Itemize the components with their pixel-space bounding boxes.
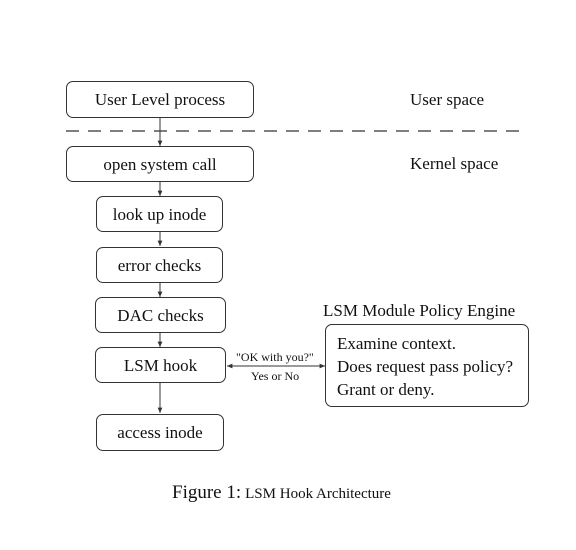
open-system-call-box: open system call [66,146,254,182]
policy-engine-line-policy: Does request pass policy? [337,357,514,376]
look-up-inode-label: look up inode [112,204,207,224]
figure-number: Figure 1: [172,482,242,503]
open-system-call-label: open system call [103,154,217,174]
error-checks-label: error checks [117,255,202,275]
figure-caption-text: LSM Hook Architecture [245,486,391,502]
yes-or-no-answer-label: Yes or No [251,369,300,383]
user-level-process-box: User Level process [66,81,254,118]
access-inode-label: access inode [117,423,203,442]
lsm-hook-box: LSM hook [95,347,226,383]
kernel-space-label: Kernel space [410,154,499,173]
look-up-inode-box: look up inode [96,196,223,232]
policy-engine-line-grant: Grant or deny. [337,380,435,399]
policy-engine-title: LSM Module Policy Engine [323,301,516,320]
policy-engine-box: Examine context. Does request pass polic… [325,324,529,407]
lsm-hook-label: LSM hook [123,355,198,375]
user-level-process-label: User Level process [94,90,226,109]
dac-checks-box: DAC checks [95,297,226,333]
policy-engine-line-examine: Examine context. [337,334,456,353]
access-inode-box: access inode [96,414,224,451]
user-space-label: User space [410,90,485,109]
error-checks-box: error checks [96,247,223,283]
dac-checks-label: DAC checks [117,305,204,325]
figure-caption: Figure 1: LSM Hook Architecture [172,483,391,502]
ok-with-you-query-label: "OK with you?" [236,350,314,364]
